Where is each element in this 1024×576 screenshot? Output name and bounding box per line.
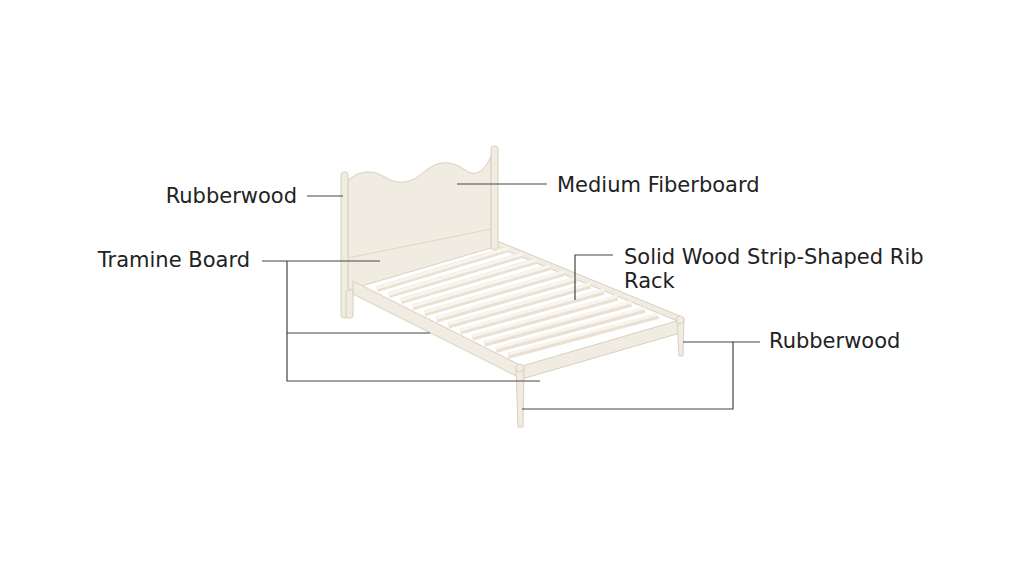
part-label: Solid Wood Strip-Shaped Rib Rack [624, 245, 934, 293]
part-label: Rubberwood [769, 329, 900, 353]
part-label: Tramine Board [98, 248, 250, 272]
leader-lines [262, 184, 760, 409]
part-label: Medium Fiberboard [557, 173, 760, 197]
part-label: Rubberwood [166, 184, 297, 208]
